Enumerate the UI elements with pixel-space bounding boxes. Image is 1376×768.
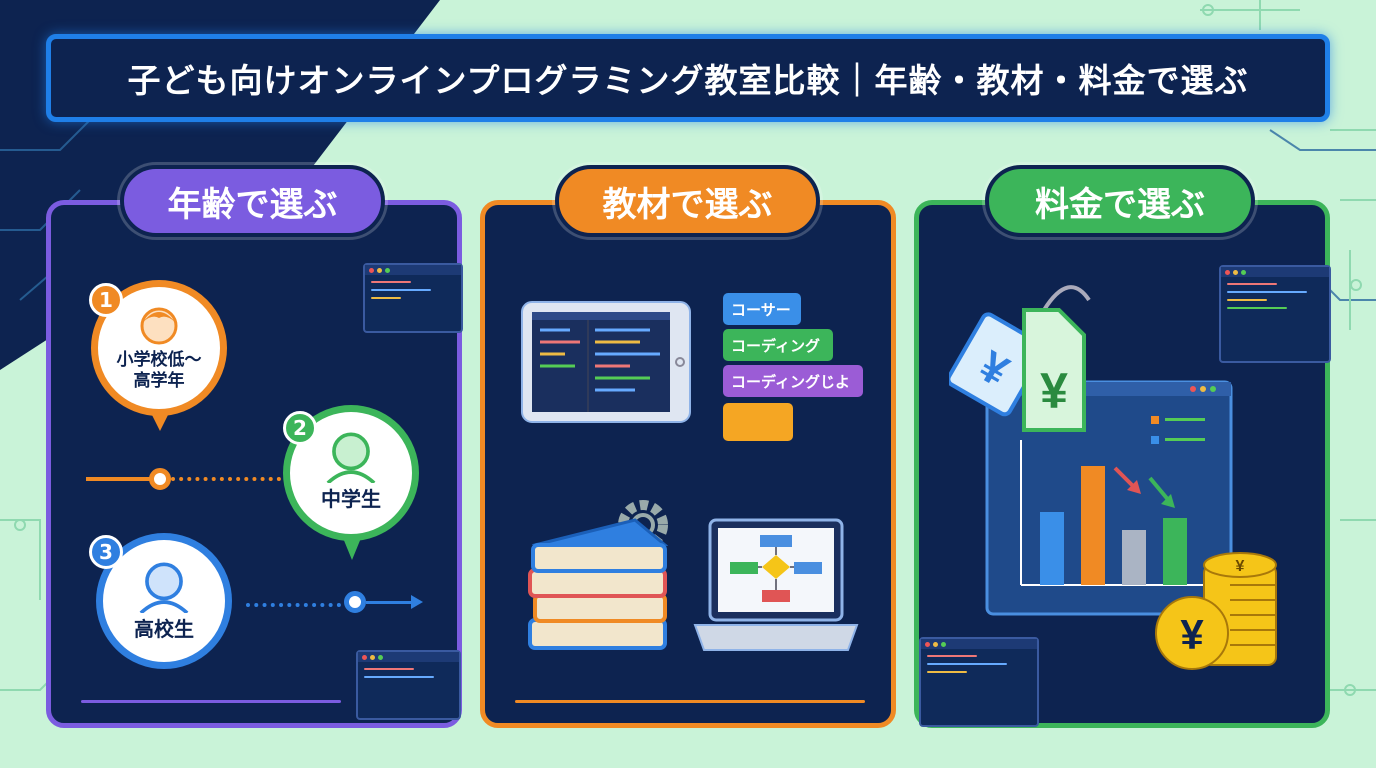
timeline-dots xyxy=(246,603,341,607)
code-block-empty xyxy=(723,403,793,441)
age-panel: 小学校低〜 高学年 1 中学生 2 高校生 3 xyxy=(46,200,463,728)
timeline-arrow xyxy=(366,601,416,604)
yen-symbol: ¥ xyxy=(1180,611,1204,658)
timeline-dots xyxy=(171,477,281,481)
yen-price-tag-icon: ¥ ¥ xyxy=(949,285,1091,432)
code-window xyxy=(363,263,463,333)
code-window xyxy=(356,650,461,720)
timeline-node xyxy=(149,468,171,490)
code-block: コーディングじよ xyxy=(723,365,863,397)
timeline-node xyxy=(344,591,366,613)
timeline-line xyxy=(86,477,161,481)
code-window xyxy=(1219,265,1331,363)
age-stage-high-school: 高校生 xyxy=(96,533,232,669)
pin-tail xyxy=(151,413,169,431)
page-title: 子ども向けオンラインプログラミング教室比較｜年齢・教材・料金で選ぶ xyxy=(46,34,1330,122)
code-block: コーディング xyxy=(723,329,833,361)
arrow-head-icon xyxy=(411,595,423,609)
yen-symbol: ¥ xyxy=(1040,363,1068,419)
yen-symbol: ¥ xyxy=(1236,558,1245,575)
price-panel: ¥ ¥ ¥ ¥ xyxy=(914,200,1331,728)
code-block: コーサー xyxy=(723,293,801,325)
material-section-label: 教材で選ぶ xyxy=(555,165,820,237)
stage-label: 中学生 xyxy=(321,487,381,511)
price-section-label: 料金で選ぶ xyxy=(985,165,1255,237)
stage-number-badge: 1 xyxy=(89,283,123,317)
tablet-code-icon xyxy=(521,301,691,423)
stage-label: 高校生 xyxy=(134,617,194,641)
pin-tail xyxy=(343,538,361,560)
student-avatar-icon xyxy=(326,432,376,483)
child-avatar-icon xyxy=(140,307,178,345)
panel-baseline xyxy=(515,700,865,703)
books-gear-icon xyxy=(528,500,669,650)
age-section-label: 年齢で選ぶ xyxy=(120,165,385,237)
student-avatar-icon xyxy=(139,562,189,613)
code-window xyxy=(919,637,1039,727)
material-panel: コーサー コーディング コーディングじよ xyxy=(480,200,896,728)
yen-coins-icon: ¥ ¥ xyxy=(1155,552,1277,670)
stage-number-badge: 3 xyxy=(89,535,123,569)
stage-label: 小学校低〜 高学年 xyxy=(116,350,202,391)
stage-number-badge: 2 xyxy=(283,411,317,445)
panel-baseline xyxy=(81,700,341,703)
laptop-flowchart-icon xyxy=(693,518,859,651)
